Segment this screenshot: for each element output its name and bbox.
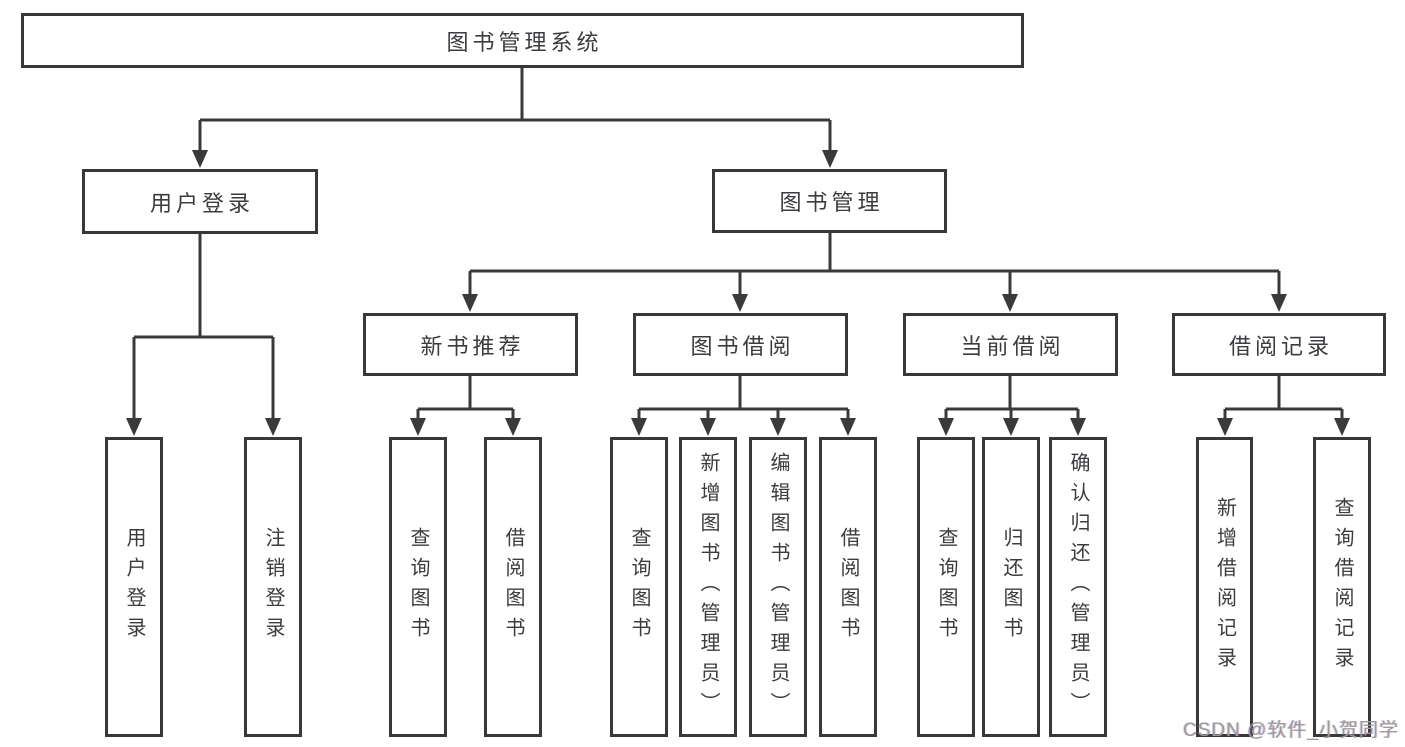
node-leaf-cb-confirm-return: 确认归还（管理员） (1049, 437, 1107, 737)
csdn-watermark: CSDN @软件_小贺同学 (1183, 720, 1399, 741)
node-book-management: 图书管理 (712, 169, 947, 233)
node-leaf-bb-borrow-books: 借阅图书 (819, 437, 877, 737)
node-leaf-bb-query-books-label: 查询图书 (628, 527, 650, 647)
node-leaf-logout: 注销登录 (244, 437, 302, 737)
node-leaf-nb-query-books-label: 查询图书 (407, 527, 429, 647)
node-leaf-br-add-record-label: 新增借阅记录 (1213, 497, 1236, 677)
node-root-system: 图书管理系统 (21, 13, 1024, 68)
node-leaf-bb-add-books: 新增图书（管理员） (679, 437, 737, 737)
node-leaf-cb-return-books-label: 归还图书 (1000, 527, 1022, 647)
node-book-borrow-label: 图书借阅 (690, 333, 795, 359)
node-new-book-recommend: 新书推荐 (363, 313, 578, 376)
node-leaf-bb-borrow-books-label: 借阅图书 (837, 527, 859, 647)
node-root-system-label: 图书管理系统 (446, 29, 603, 55)
node-borrow-records: 借阅记录 (1172, 313, 1386, 376)
node-leaf-logout-label: 注销登录 (262, 527, 284, 647)
node-leaf-br-query-record: 查询借阅记录 (1313, 437, 1371, 737)
node-user-login-label: 用户登录 (149, 190, 254, 216)
node-leaf-cb-confirm-return-label: 确认归还（管理员） (1067, 452, 1089, 722)
node-leaf-bb-edit-books-label: 编辑图书（管理员） (767, 452, 789, 722)
node-leaf-nb-borrow-books: 借阅图书 (484, 437, 542, 737)
node-leaf-nb-borrow-books-label: 借阅图书 (502, 527, 524, 647)
node-book-borrow: 图书借阅 (633, 313, 848, 376)
node-leaf-br-add-record: 新增借阅记录 (1196, 437, 1253, 737)
node-leaf-cb-query-books: 查询图书 (917, 437, 975, 737)
node-leaf-br-query-record-label: 查询借阅记录 (1331, 497, 1353, 677)
node-leaf-cb-return-books: 归还图书 (982, 437, 1040, 737)
node-leaf-bb-query-books: 查询图书 (610, 437, 668, 737)
node-leaf-bb-add-books-label: 新增图书（管理员） (697, 452, 719, 722)
node-leaf-bb-edit-books: 编辑图书（管理员） (749, 437, 807, 737)
node-new-book-recommend-label: 新书推荐 (420, 333, 525, 359)
node-leaf-login-label: 用户登录 (123, 527, 145, 647)
node-current-borrow: 当前借阅 (903, 313, 1118, 376)
arrowheads (126, 150, 1350, 436)
node-current-borrow-label: 当前借阅 (960, 333, 1065, 359)
node-book-management-label: 图书管理 (779, 190, 884, 215)
node-user-login: 用户登录 (82, 169, 318, 234)
node-leaf-login: 用户登录 (105, 437, 163, 737)
node-leaf-nb-query-books: 查询图书 (389, 437, 447, 737)
node-leaf-cb-query-books-label: 查询图书 (935, 527, 957, 647)
connector-lines (132, 68, 1344, 420)
node-borrow-records-label: 借阅记录 (1228, 333, 1333, 359)
